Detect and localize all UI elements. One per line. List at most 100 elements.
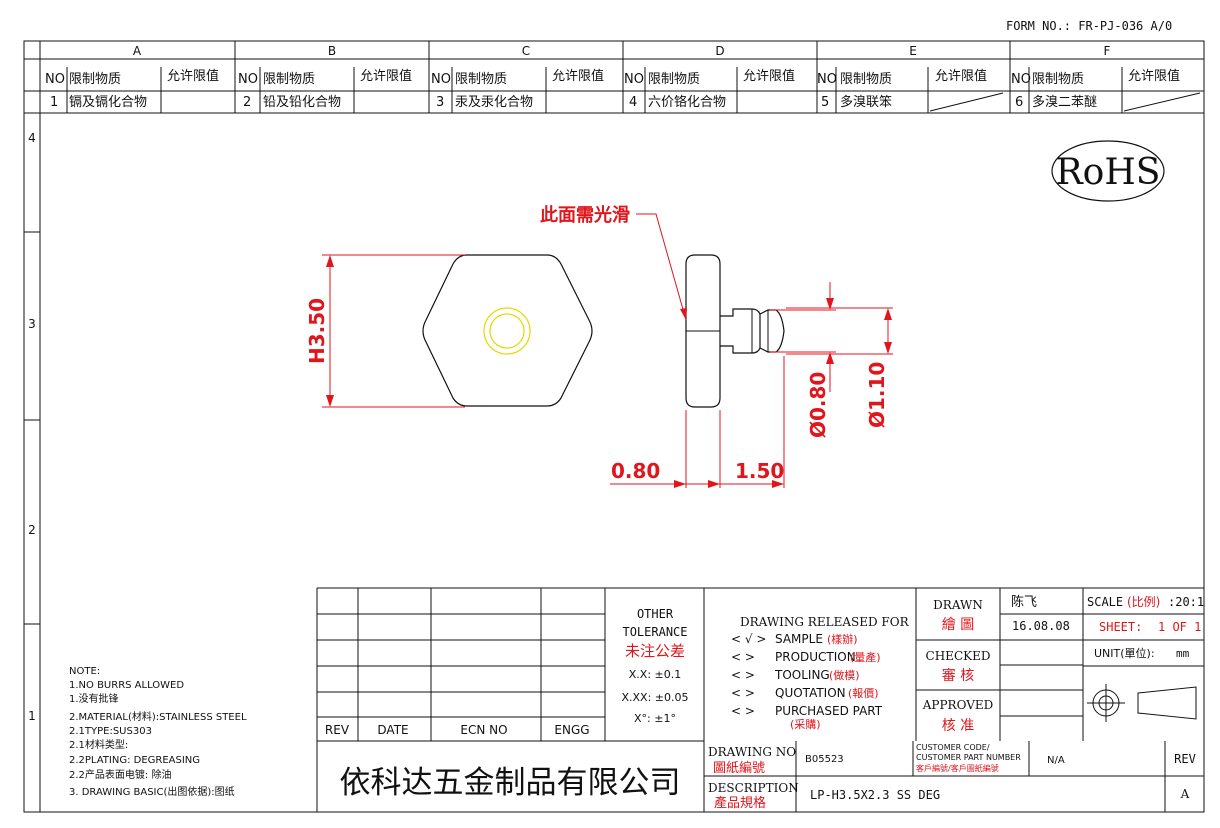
sub-b-no-header: NO	[238, 72, 258, 87]
sub-a-limit-header: 允许限值	[167, 68, 219, 84]
sub-e-no-header: NO	[817, 72, 837, 87]
release-mark: < √ >	[731, 632, 766, 646]
substance-no: 2	[243, 95, 251, 110]
substance-grid	[66, 67, 1201, 113]
hex-head-outline	[422, 254, 593, 407]
scale-label-cn: (比例)	[1127, 595, 1160, 609]
dim-length-150: 1.50	[735, 459, 784, 483]
unit-label: UNIT(單位):	[1094, 646, 1155, 660]
release-mark: < >	[731, 668, 755, 682]
frame	[23, 40, 1205, 813]
sub-b-name-header: 限制物质	[263, 72, 315, 87]
company-name: 依科达五金制品有限公司	[340, 765, 681, 801]
row-2: 2	[28, 523, 36, 537]
zone-e: E	[909, 44, 917, 58]
unit-value: mm	[1176, 647, 1190, 660]
note-line: 1.NO BURRS ALLOWED	[69, 680, 184, 691]
tolerance-angle: X°: ±1°	[634, 712, 676, 725]
note-line: 3. DRAWING BASIC(出图依据):图纸	[69, 785, 235, 798]
rohs-ellipse	[1051, 140, 1165, 202]
rev-label: REV	[1174, 752, 1196, 766]
substance-name: 多溴联笨	[840, 94, 892, 110]
scale-label: SCALE	[1087, 595, 1123, 609]
substance-no: 4	[629, 95, 637, 110]
release-production: PRODUCTION	[775, 650, 856, 664]
checked-label: CHECKED	[926, 649, 991, 663]
release-sample-cn: (樣辦)	[827, 632, 858, 646]
form-number: FORM NO.: FR-PJ-036 A/0	[1006, 19, 1172, 33]
release-quotation: QUOTATION	[775, 686, 846, 700]
customer-label-cn: 客戶編號/客戶圖紙編號	[916, 763, 999, 773]
drawn-date: 16.08.08	[1012, 619, 1070, 633]
zone-c: C	[522, 44, 530, 58]
pin-tip	[759, 309, 785, 353]
hole-inner	[489, 313, 525, 349]
dimension-arrows	[326, 255, 892, 488]
substance-name: 汞及汞化合物	[455, 95, 533, 110]
scale-value: :20:1	[1168, 595, 1204, 609]
drawer-name: 陈飞	[1011, 594, 1037, 610]
head-side-view	[685, 254, 721, 408]
row-numbers: 4 3 2 1	[28, 131, 36, 723]
row-4: 4	[28, 131, 36, 145]
zone-letters: A B C D E F	[133, 44, 1111, 58]
sub-d-name-header: 限制物质	[648, 72, 700, 87]
release-purchased: PURCHASED PART	[775, 704, 883, 718]
dim-height: H3.50	[305, 298, 329, 364]
sheet-label: SHEET:	[1099, 620, 1142, 634]
projection-symbol-icon	[1087, 684, 1197, 722]
note-line: 2.1材料类型:	[69, 738, 128, 751]
drawn-label-cn: 繪 圖	[942, 616, 974, 633]
tolerance-cn: 未注公差	[625, 642, 685, 660]
drawn-label: DRAWN	[933, 598, 983, 612]
tolerance-xxx: X.XX: ±0.05	[621, 691, 688, 704]
drawing-no-value: B05523	[805, 754, 844, 765]
sub-f-no-header: NO	[1011, 72, 1031, 87]
tolerance-line2: TOLERANCE	[622, 625, 687, 639]
release-purchased-cn: (采購)	[790, 717, 821, 731]
tolerance-line1: OTHER	[637, 607, 674, 621]
rev-value: A	[1180, 787, 1190, 801]
note-line: 2.1TYPE:SUS303	[69, 726, 152, 737]
hole-outer	[483, 307, 531, 355]
substance-no: 6	[1015, 95, 1023, 110]
release-production-cn: (量產)	[850, 650, 881, 664]
customer-value: N/A	[1047, 755, 1065, 766]
sub-e-limit-header: 允许限值	[935, 68, 987, 84]
release-block: DRAWING RELEASED FOR < √ > SAMPLE < > PR…	[731, 615, 910, 731]
release-quotation-cn: (報價)	[848, 686, 879, 700]
customer-code-label: CUSTOMER CODE/	[916, 743, 990, 752]
dim-diameter-110: Ø1.10	[865, 362, 889, 428]
release-mark: < >	[731, 704, 755, 718]
note-line: 2.2产品表面电镀: 除油	[69, 768, 171, 781]
substance-items: 1 镉及镉化合物 2 铅及铅化合物 3 汞及汞化合物 4 六价铬化合物 5 多溴…	[50, 94, 1097, 110]
zone-a: A	[133, 44, 142, 58]
sheet-value: 1 OF 1	[1158, 620, 1201, 634]
checked-label-cn: 審 核	[942, 668, 974, 684]
sub-d-limit-header: 允许限值	[743, 68, 795, 84]
row-1: 1	[28, 709, 36, 723]
description-label-cn: 產品規格	[714, 795, 766, 811]
notes: NOTE: 1.NO BURRS ALLOWED 1.没有批锋 2.MATERI…	[69, 666, 247, 798]
rohs-mark: RoHS	[1056, 152, 1161, 193]
substance-name: 铅及铅化合物	[263, 95, 341, 110]
release-mark: < >	[731, 686, 755, 700]
zone-b: B	[328, 44, 336, 58]
dimension-lines	[322, 213, 893, 488]
signoff-block: DRAWN 繪 圖 CHECKED 審 核 APPROVED 核 准	[922, 598, 994, 734]
substance-name: 镉及镉化合物	[69, 94, 147, 110]
surface-smooth-note: 此面需光滑	[540, 204, 630, 226]
drawing-no-label-cn: 圖紙編號	[713, 760, 765, 776]
sub-a-name-header: 限制物质	[69, 72, 121, 87]
rev-col-header: REV	[325, 723, 350, 737]
tolerance-block: OTHER TOLERANCE 未注公差 X.X: ±0.1 X.XX: ±0.…	[621, 607, 688, 725]
approved-label: APPROVED	[922, 698, 994, 712]
engg-col-header: ENGG	[554, 723, 589, 737]
sub-f-name-header: 限制物质	[1032, 72, 1084, 87]
sub-c-name-header: 限制物质	[455, 72, 507, 87]
description-value: LP-H3.5X2.3 SS DEG	[810, 788, 940, 802]
substance-name: 六价铬化合物	[648, 94, 726, 110]
substance-no: 1	[50, 95, 58, 110]
sub-e-name-header: 限制物质	[840, 72, 892, 87]
